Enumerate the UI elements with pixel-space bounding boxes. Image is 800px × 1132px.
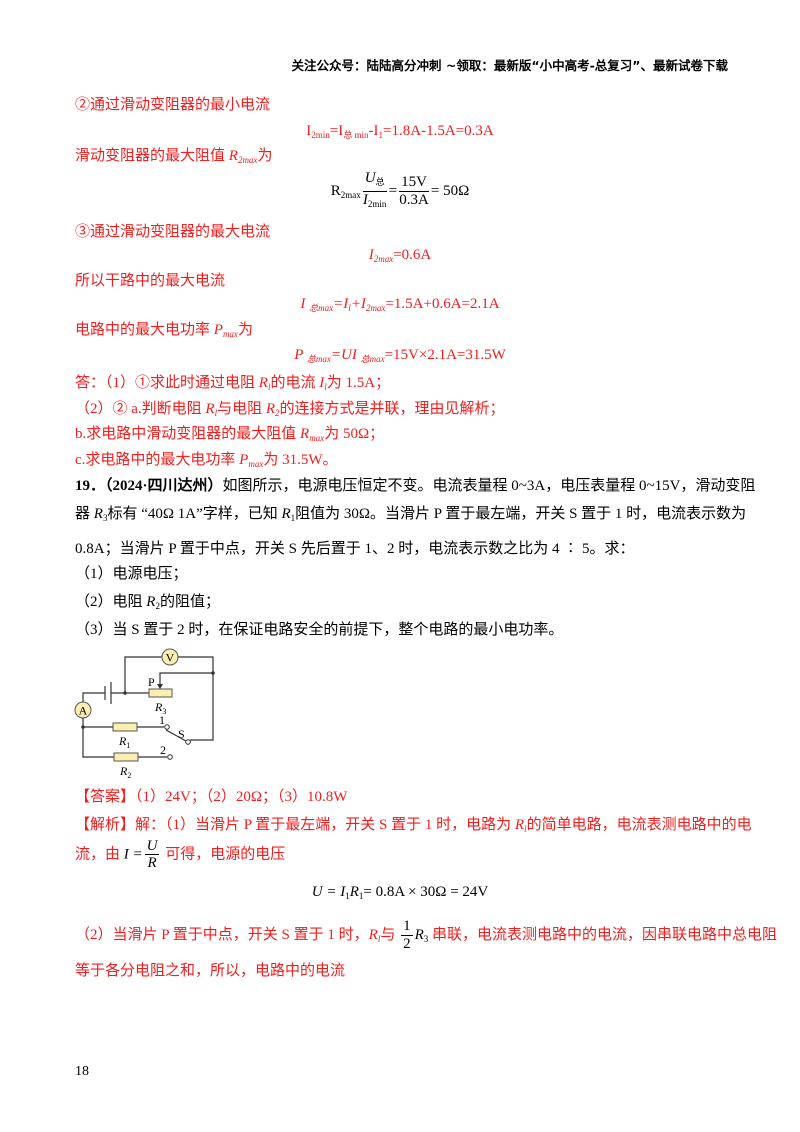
answer-line: c.求电路中的最大电功率 Pmax为 31.5W。 bbox=[75, 452, 338, 469]
text-line: 滑动变阻器的最大阻值 R2max为 bbox=[75, 148, 273, 165]
equation: I2min=I总 min-I1=1.8A-1.5A=0.3A bbox=[306, 123, 494, 140]
switch-label: S bbox=[178, 727, 185, 741]
question-text: 器 R3标有 “40Ω 1A”字样，已知 R1阻值为 30Ω。当滑片 P 置于最… bbox=[75, 506, 747, 523]
r1-label: R1 bbox=[118, 734, 130, 750]
equation: I 总max=Il+I2max=1.5A+0.6A=2.1A bbox=[300, 296, 500, 313]
resistor-r1 bbox=[112, 722, 138, 732]
r3-label: R3 bbox=[154, 700, 166, 716]
ammeter bbox=[74, 701, 92, 719]
answer-line: （2）② a.判断电阻 Rl与电阻 R2的连接方式是并联，理由见解析； bbox=[75, 401, 505, 418]
analysis-text: 【解析】解：（1）当滑片 P 置于最左端，开关 S 置于 1 时，电路为 Rl的… bbox=[75, 817, 752, 834]
slider-arrow-icon bbox=[157, 684, 163, 689]
r2-label: R2 bbox=[119, 764, 131, 780]
answer-line: 答：（1）①求此时通过电阻 Rl的电流 Il为 1.5A； bbox=[75, 375, 391, 392]
question-item: （3）当 S 置于 2 时，在保证电路安全的前提下，整个电路的最小电功率。 bbox=[75, 622, 564, 638]
answer-line: b.求电路中滑动变阻器的最大阻值 Rmax为 50Ω； bbox=[75, 426, 385, 443]
circuit-wires bbox=[82, 656, 214, 758]
question-item: （1）电源电压； bbox=[75, 566, 188, 582]
text-line: 电路中的最大电功率 Pmax为 bbox=[75, 322, 253, 339]
page-number: 18 bbox=[75, 1064, 89, 1079]
terminal-s bbox=[185, 739, 191, 745]
terminal-2-label: 2 bbox=[160, 743, 166, 757]
analysis-text: 等于各分电阻之和，所以，电路中的电流 bbox=[75, 963, 346, 979]
voltmeter-label: V bbox=[166, 651, 175, 665]
ammeter-label: A bbox=[79, 704, 88, 718]
question-text: 19．（2024·四川达州）如图所示，电源电压恒定不变。电流表量程 0~3A，电… bbox=[75, 478, 756, 494]
equation: I2max=0.6A bbox=[368, 247, 432, 264]
text-line: ③通过滑动变阻器的最大电流 bbox=[75, 224, 271, 240]
circuit-diagram: V A P R3 R1 R2 1 2 S bbox=[74, 648, 215, 780]
equation: U = I1R1= 0.8A × 30Ω = 24V bbox=[311, 884, 489, 901]
terminal-1 bbox=[164, 724, 170, 730]
equation: P 总max=UI 总max=15V×2.1A=31.5W bbox=[294, 347, 506, 364]
resistor-r2 bbox=[113, 752, 139, 762]
text-line: 所以干路中的最大电流 bbox=[75, 273, 226, 289]
question-text: 0.8A；当滑片 P 置于中点，开关 S 先后置于 1、2 时，电流表示数之比为… bbox=[75, 541, 635, 557]
resistor-r3 bbox=[148, 688, 173, 698]
text-line: ②通过滑动变阻器的最小电流 bbox=[75, 97, 271, 113]
terminal-1-label: 1 bbox=[159, 713, 165, 727]
question-item: （2）电阻 R2的阻值； bbox=[75, 594, 220, 611]
slider-label: P bbox=[148, 675, 155, 689]
terminal-2 bbox=[167, 754, 173, 760]
answer-summary: 【答案】（1）24V；（2）20Ω；（3）10.8W bbox=[75, 789, 348, 805]
page-header: 关注公众号：陆陆高分冲刺 ~领取：最新版“小中高考-总复习”、最新试卷下载 bbox=[291, 58, 728, 73]
voltmeter bbox=[161, 648, 179, 666]
